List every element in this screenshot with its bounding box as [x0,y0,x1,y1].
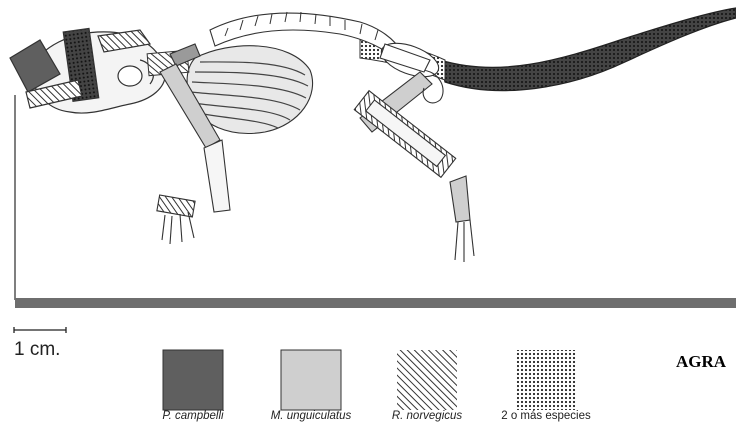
legend-label-r-norvegicus: R. norvegicus [372,410,482,422]
skull [10,28,165,113]
legend-swatch-r-norvegicus [397,350,457,410]
legend-swatch-two-or-more [516,350,576,410]
scale-bar [14,327,66,333]
base-bar [15,298,736,308]
legend [163,350,576,410]
legend-swatch-p-campbelli [163,350,223,410]
side-text: AGRA [676,352,726,372]
legend-label-p-campbelli: P. campbelli [138,410,248,422]
scale-label: 1 cm. [14,339,60,361]
legend-label-m-unguiculatus: M. unguiculatus [256,410,366,422]
legend-label-two-or-more: 2 o más especies [491,410,601,422]
legend-swatch-m-unguiculatus [281,350,341,410]
